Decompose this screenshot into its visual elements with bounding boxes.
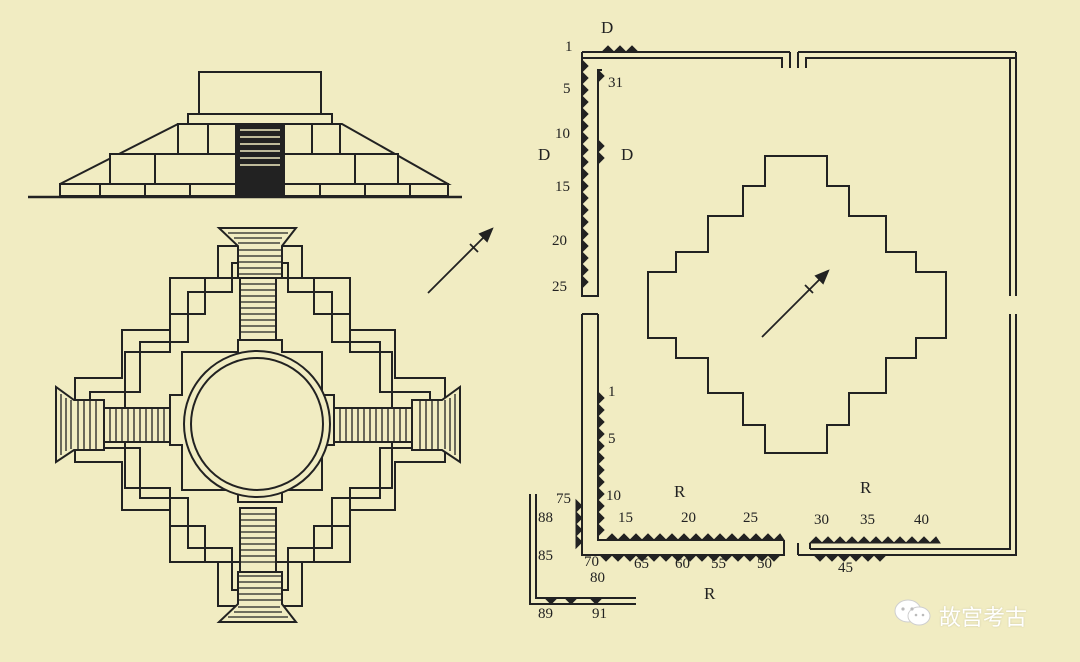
north-arrow-right — [761, 269, 830, 338]
marker-number: 5 — [608, 431, 616, 447]
marker-number: 1 — [608, 384, 616, 400]
marker-number: 30 — [814, 512, 829, 528]
label-d-top: D — [601, 18, 614, 37]
marker-number: 10 — [555, 126, 570, 142]
site-plan — [529, 45, 1017, 605]
marker-number: 91 — [592, 606, 607, 622]
plan-stair-east — [333, 385, 461, 464]
plan-stair-west — [55, 385, 171, 464]
marker-number: 80 — [590, 570, 605, 586]
watermark: 故宫考古 — [893, 598, 1027, 633]
label-r-bottom: R — [704, 584, 716, 603]
elevation-stairs — [235, 123, 285, 197]
marker-number: 25 — [552, 279, 567, 295]
marker-number: 85 — [538, 548, 553, 564]
marker-number: 50 — [757, 556, 772, 572]
label-r-right: R — [860, 478, 872, 497]
marker-number: 20 — [552, 233, 567, 249]
north-arrow-left — [427, 227, 494, 294]
marker-number: 40 — [914, 512, 929, 528]
marker-number: 15 — [618, 510, 633, 526]
altar-plan — [55, 227, 461, 623]
marker-number: 89 — [538, 606, 553, 622]
marker-number: 45 — [838, 560, 853, 576]
marker-number: 5 — [563, 81, 571, 97]
marker-number: 88 — [538, 510, 553, 526]
wechat-icon — [893, 598, 933, 633]
label-d-right: D — [621, 145, 634, 164]
marker-number: 60 — [675, 556, 690, 572]
marker-number: 15 — [555, 179, 570, 195]
sawtooth-markers — [543, 45, 941, 605]
marker-number: 31 — [608, 75, 623, 91]
altar-elevation — [28, 71, 462, 199]
label-r-center: R — [674, 482, 686, 501]
plan-stair-south — [216, 507, 299, 623]
marker-number: 10 — [606, 488, 621, 504]
marker-number: 20 — [681, 510, 696, 526]
plan-stair-north — [216, 227, 299, 341]
marker-number: 25 — [743, 510, 758, 526]
marker-number: 55 — [711, 556, 726, 572]
stepped-altar-outline — [647, 155, 947, 454]
watermark-text: 故宫考古 — [939, 605, 1028, 631]
marker-number: 35 — [860, 512, 875, 528]
marker-number: 1 — [565, 39, 573, 55]
label-d-left: D — [538, 145, 551, 164]
marker-number: 75 — [556, 491, 571, 507]
marker-number: 65 — [634, 556, 649, 572]
marker-number: 70 — [584, 554, 599, 570]
